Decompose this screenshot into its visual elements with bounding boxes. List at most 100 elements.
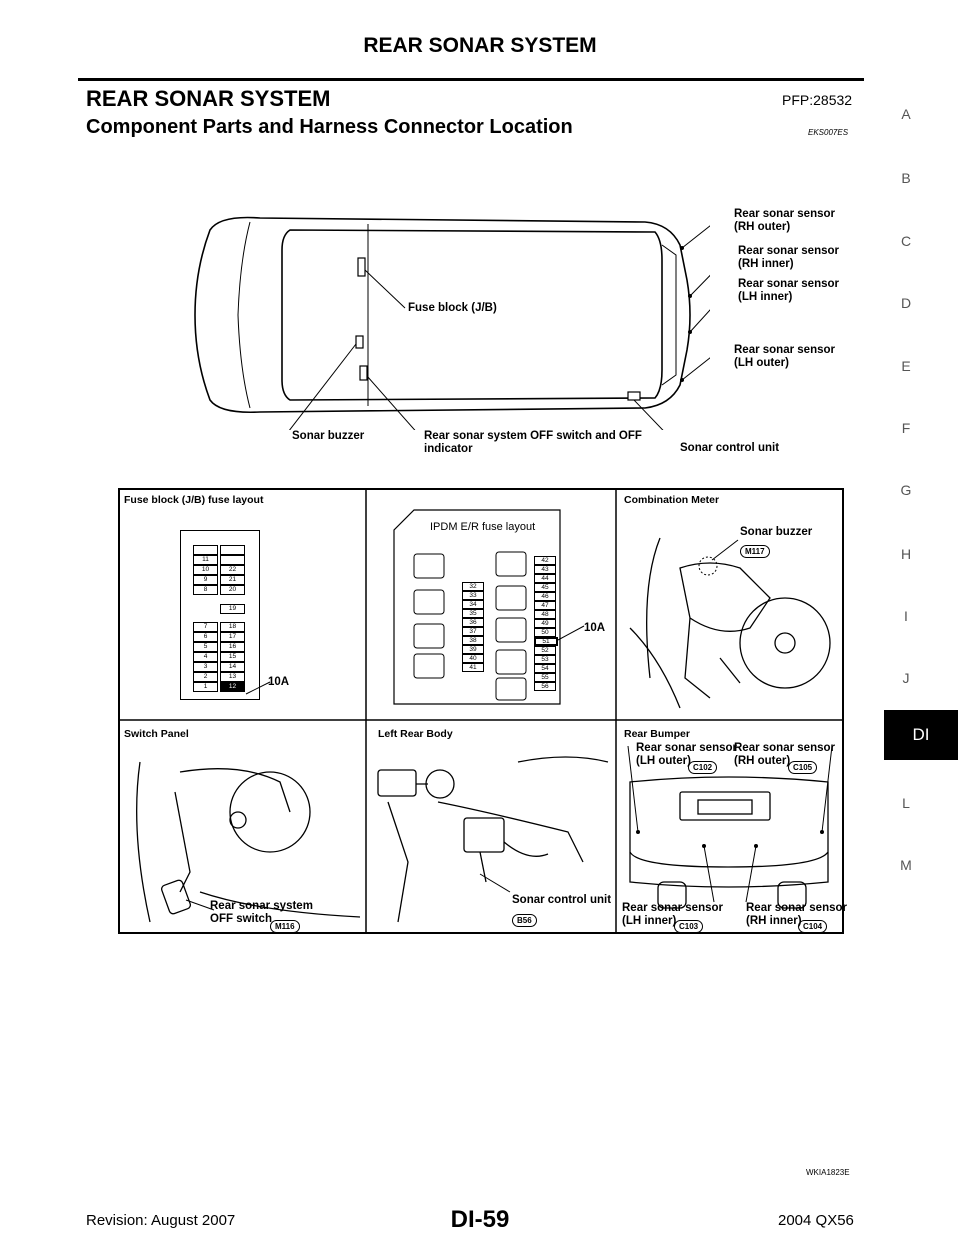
panel-title-rear-bumper: Rear Bumper [624, 728, 690, 740]
ipdm-fuse-cell: 41 [462, 663, 484, 672]
section-code: EKS007ES [808, 128, 849, 137]
side-tab-e[interactable]: E [901, 358, 911, 374]
ipdm-fuse-cell: 52 [534, 646, 556, 655]
fuse-cell: 14 [220, 662, 245, 672]
callout-fuse-block: Fuse block (J/B) [408, 302, 497, 314]
fuse-cell: 17 [220, 632, 245, 642]
combination-meter-illustration [629, 537, 831, 709]
side-tab-g[interactable]: G [900, 482, 912, 498]
side-tab-f[interactable]: F [901, 420, 911, 436]
panel-title-left-rear-body: Left Rear Body [378, 728, 453, 740]
switch-panel-illustration [136, 761, 361, 923]
connector-badge-c104: C104 [798, 920, 828, 933]
connector-badge-c105: C105 [788, 761, 818, 774]
fuse-cell: 5 [193, 642, 218, 652]
side-tab-m[interactable]: M [900, 857, 912, 873]
fuse-cell: 20 [220, 585, 245, 595]
panel-title-switch-panel: Switch Panel [124, 728, 189, 740]
callout-off-switch: Rear sonar system OFF switch and OFF ind… [424, 430, 642, 455]
fuse-cell: 6 [193, 632, 218, 642]
fuse-leader-line [245, 681, 271, 695]
ipdm-fuse-cell: 39 [462, 645, 484, 654]
footer-page-number: DI-59 [450, 1206, 510, 1233]
callout-sonar-control-unit: Sonar control unit [680, 442, 780, 454]
ipdm-fuse-cell: 49 [534, 619, 556, 628]
left-rear-body-illustration [377, 756, 609, 923]
fuse-cell: 19 [220, 604, 245, 614]
panel-title-combination-meter: Combination Meter [624, 494, 720, 506]
ipdm-fuse-cell: 53 [534, 655, 556, 664]
ipdm-fuse-cell: 37 [462, 627, 484, 636]
ipdm-fuse-cell: 56 [534, 682, 556, 691]
fuse-cell: 7 [193, 622, 218, 632]
fuse-cell-highlighted: 12 [220, 682, 245, 692]
rear-bumper-illustration [627, 745, 833, 909]
fuse-cell: 10 [193, 565, 218, 575]
panel-title-fuse-layout: Fuse block (J/B) fuse layout [124, 494, 264, 506]
fuse-cell: 22 [220, 565, 245, 575]
ipdm-fuse-cell: 38 [462, 636, 484, 645]
ipdm-fuse-cell: 42 [534, 556, 556, 565]
bumper-callout-rh-inner: Rear sonar sensor (RH inner) [746, 902, 847, 927]
side-tab-i[interactable]: I [904, 608, 908, 624]
pfp-code: PFP:28532 [782, 92, 853, 108]
ipdm-fuse-cell: 45 [534, 583, 556, 592]
meter-callout-sonar-buzzer: Sonar buzzer [740, 526, 813, 538]
ipdm-fuse-cell-highlighted: 51 [534, 637, 558, 646]
bumper-callout-lh-inner: Rear sonar sensor (LH inner) [622, 902, 723, 927]
ipdm-fuse-cell: 35 [462, 609, 484, 618]
connector-badge-c103: C103 [674, 920, 704, 933]
side-tab-h[interactable]: H [900, 546, 912, 562]
ipdm-10a-label: 10A [584, 622, 606, 634]
side-tab-di-active[interactable]: DI [884, 710, 958, 760]
side-tab-c[interactable]: C [900, 233, 912, 249]
rear-body-callout-control-unit: Sonar control unit [512, 894, 612, 906]
fuse-cell: 15 [220, 652, 245, 662]
ipdm-fuse-cell: 40 [462, 654, 484, 663]
ipdm-title: IPDM E/R fuse layout [430, 521, 536, 533]
ipdm-fuse-cell: 50 [534, 628, 556, 637]
side-tab-d[interactable]: D [900, 295, 912, 311]
footer-model: 2004 QX56 [778, 1212, 854, 1229]
callout-lh-outer: Rear sonar sensor (LH outer) [734, 344, 835, 369]
fuse-cell: 16 [220, 642, 245, 652]
fuse-cell: 21 [220, 575, 245, 585]
ipdm-fuse-cell: 46 [534, 592, 556, 601]
ipdm-fuse-cell: 54 [534, 664, 556, 673]
fuse-cell: 18 [220, 622, 245, 632]
fuse-cell: 4 [193, 652, 218, 662]
section-title: REAR SONAR SYSTEM [86, 86, 331, 111]
side-tab-l[interactable]: L [902, 795, 910, 811]
side-tab-b[interactable]: B [901, 170, 911, 186]
ipdm-leader-line [557, 625, 585, 641]
ipdm-fuse-cell: 33 [462, 591, 484, 600]
callout-sonar-buzzer: Sonar buzzer [292, 430, 365, 442]
switch-callout-off-switch: Rear sonar system OFF switch [210, 900, 313, 925]
connector-badge-c102: C102 [688, 761, 718, 774]
fuse-cell: 3 [193, 662, 218, 672]
callout-rh-inner: Rear sonar sensor (RH inner) [738, 245, 839, 270]
ipdm-fuse-cell: 55 [534, 673, 556, 682]
ipdm-outline [393, 509, 561, 705]
bumper-callout-lh-outer: Rear sonar sensor (LH outer) [636, 742, 737, 767]
fuse-cell: 13 [220, 672, 245, 682]
fuse-cell [220, 555, 245, 565]
ipdm-fuse-cell: 43 [534, 565, 556, 574]
side-tab-a[interactable]: A [901, 106, 911, 122]
fuse-cell [220, 545, 245, 555]
ipdm-fuse-cell: 34 [462, 600, 484, 609]
figure-code: WKIA1823E [806, 1168, 850, 1177]
connector-badge-m116: M116 [270, 920, 300, 933]
connector-badge-b56: B56 [512, 914, 537, 927]
side-tab-j[interactable]: J [902, 670, 910, 686]
fuse-cell: 11 [193, 555, 218, 565]
fuse-block-layout: 11 10 9 8 7 6 5 4 3 2 1 22 21 20 19 18 1… [180, 530, 280, 700]
callout-lh-inner: Rear sonar sensor (LH inner) [738, 278, 839, 303]
footer-revision: Revision: August 2007 [86, 1212, 236, 1229]
subsection-title: Component Parts and Harness Connector Lo… [86, 116, 573, 138]
page-header-title: REAR SONAR SYSTEM [363, 34, 597, 57]
fuse-10a-label: 10A [268, 676, 290, 688]
fuse-cell: 2 [193, 672, 218, 682]
panel-grid [118, 488, 844, 934]
fuse-cell: 1 [193, 682, 218, 692]
